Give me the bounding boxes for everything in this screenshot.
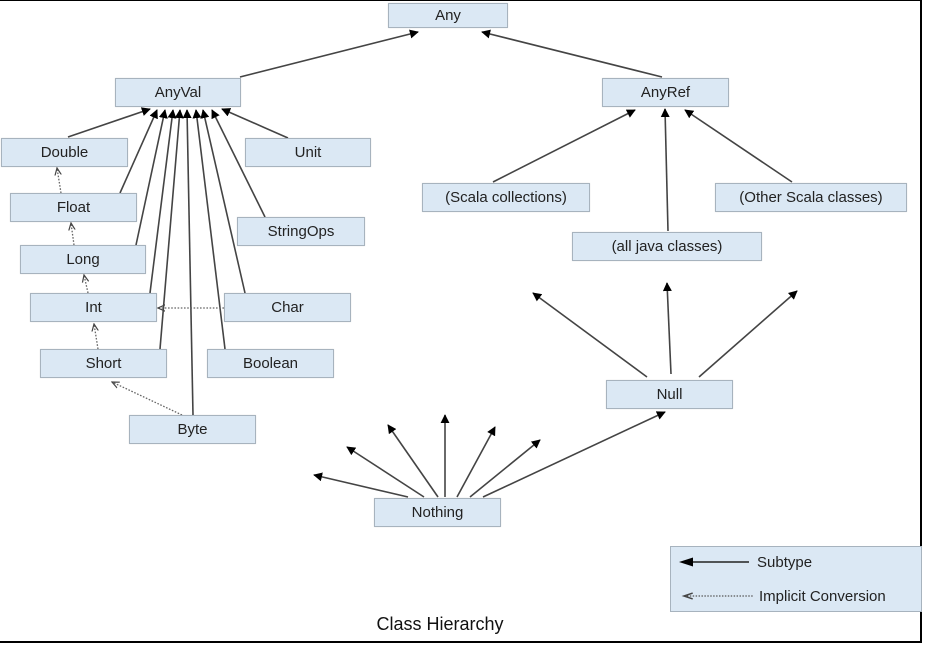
edge-boolean-anyval xyxy=(192,109,226,350)
node-other-scala-classes: (Other Scala classes) xyxy=(715,183,907,212)
diagram-caption: Class Hierarchy xyxy=(376,614,504,634)
edge-char-anyval xyxy=(200,109,246,294)
legend-implicit: Implicit Conversion xyxy=(681,585,886,607)
edge-nothing-null xyxy=(482,411,666,498)
node-char: Char xyxy=(224,293,351,322)
node-unit: Unit xyxy=(245,138,371,167)
edge-all-java-classes-anyref xyxy=(660,108,670,232)
edge-byte-anyval xyxy=(182,109,194,416)
legend-subtype-label: Subtype xyxy=(757,553,813,571)
edge-short-anyval xyxy=(159,109,184,350)
node-float: Float xyxy=(10,193,137,222)
edge-null-scala-collections xyxy=(532,292,648,378)
node-anyref: AnyRef xyxy=(602,78,729,107)
edge-double-anyval xyxy=(67,107,151,138)
solid-arrow-icon xyxy=(679,557,749,567)
legend: Subtype Implicit Conversion xyxy=(670,546,922,612)
edge-float-anyval xyxy=(119,109,158,194)
conv-int-long xyxy=(84,275,88,294)
conv-byte-short xyxy=(112,382,183,416)
conv-long-float xyxy=(71,223,74,246)
node-short: Short xyxy=(40,349,167,378)
node-stringops: StringOps xyxy=(237,217,365,246)
edge-null-all-java-classes xyxy=(662,282,672,375)
node-int: Int xyxy=(30,293,157,322)
edge-unit-anyval xyxy=(221,108,289,139)
node-scala-collections: (Scala collections) xyxy=(422,183,590,212)
edge-nothing-byte xyxy=(469,439,541,498)
edge-nothing-double xyxy=(313,472,409,498)
node-any: Any xyxy=(388,3,508,28)
node-nothing: Nothing xyxy=(374,498,501,527)
edge-stringops-anyval xyxy=(211,109,266,218)
edge-long-anyval xyxy=(135,109,168,246)
edge-null-other-scala-classes xyxy=(698,290,798,378)
node-long: Long xyxy=(20,245,146,274)
node-null: Null xyxy=(606,380,733,409)
legend-implicit-label: Implicit Conversion xyxy=(759,587,886,605)
conv-short-int xyxy=(94,324,98,350)
node-anyval: AnyVal xyxy=(115,78,241,107)
edge-anyval-any xyxy=(239,29,419,78)
edge-nothing-float xyxy=(346,446,425,498)
edge-int-anyval xyxy=(149,109,177,294)
edge-other-scala-classes-anyref xyxy=(684,109,793,183)
edge-scala-collections-anyref xyxy=(492,109,636,183)
edge-nothing-short xyxy=(456,426,496,498)
dotted-arrow-icon xyxy=(681,592,754,600)
edge-nothing-long xyxy=(387,424,439,498)
node-boolean: Boolean xyxy=(207,349,334,378)
conv-float-double xyxy=(57,168,61,194)
edge-anyref-any xyxy=(481,29,663,78)
legend-subtype: Subtype xyxy=(677,551,812,573)
node-double: Double xyxy=(1,138,128,167)
node-byte: Byte xyxy=(129,415,256,444)
node-all-java-classes: (all java classes) xyxy=(572,232,762,261)
